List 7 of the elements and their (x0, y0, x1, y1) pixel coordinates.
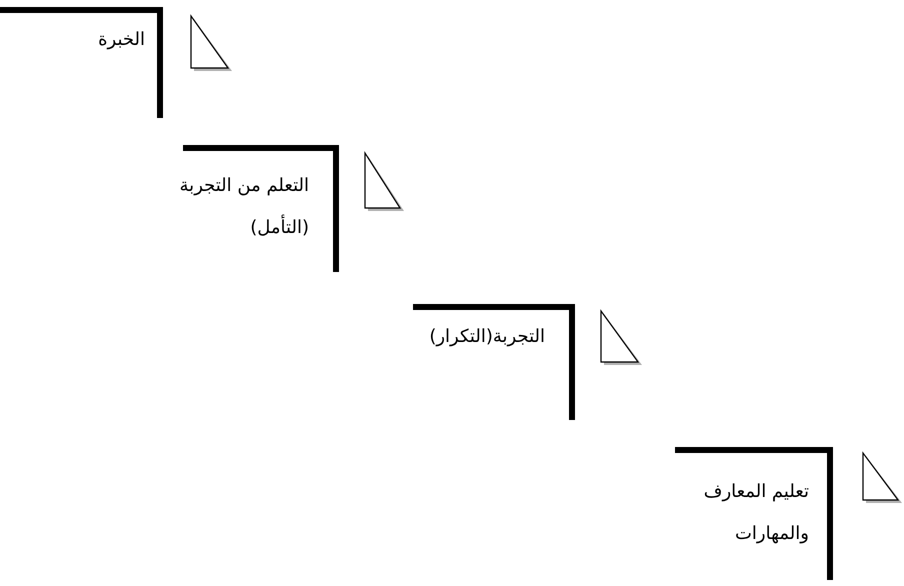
step-label: تعليم المعارف والمهارات (702, 480, 809, 546)
step-box (413, 304, 575, 420)
step-box (0, 7, 163, 118)
step-label: الخبرة (97, 28, 145, 52)
step-label: التعلم من التجربة (التأمل) (178, 174, 309, 240)
step-label: التجربة(التكرار) (428, 325, 545, 349)
step-box (675, 447, 833, 580)
